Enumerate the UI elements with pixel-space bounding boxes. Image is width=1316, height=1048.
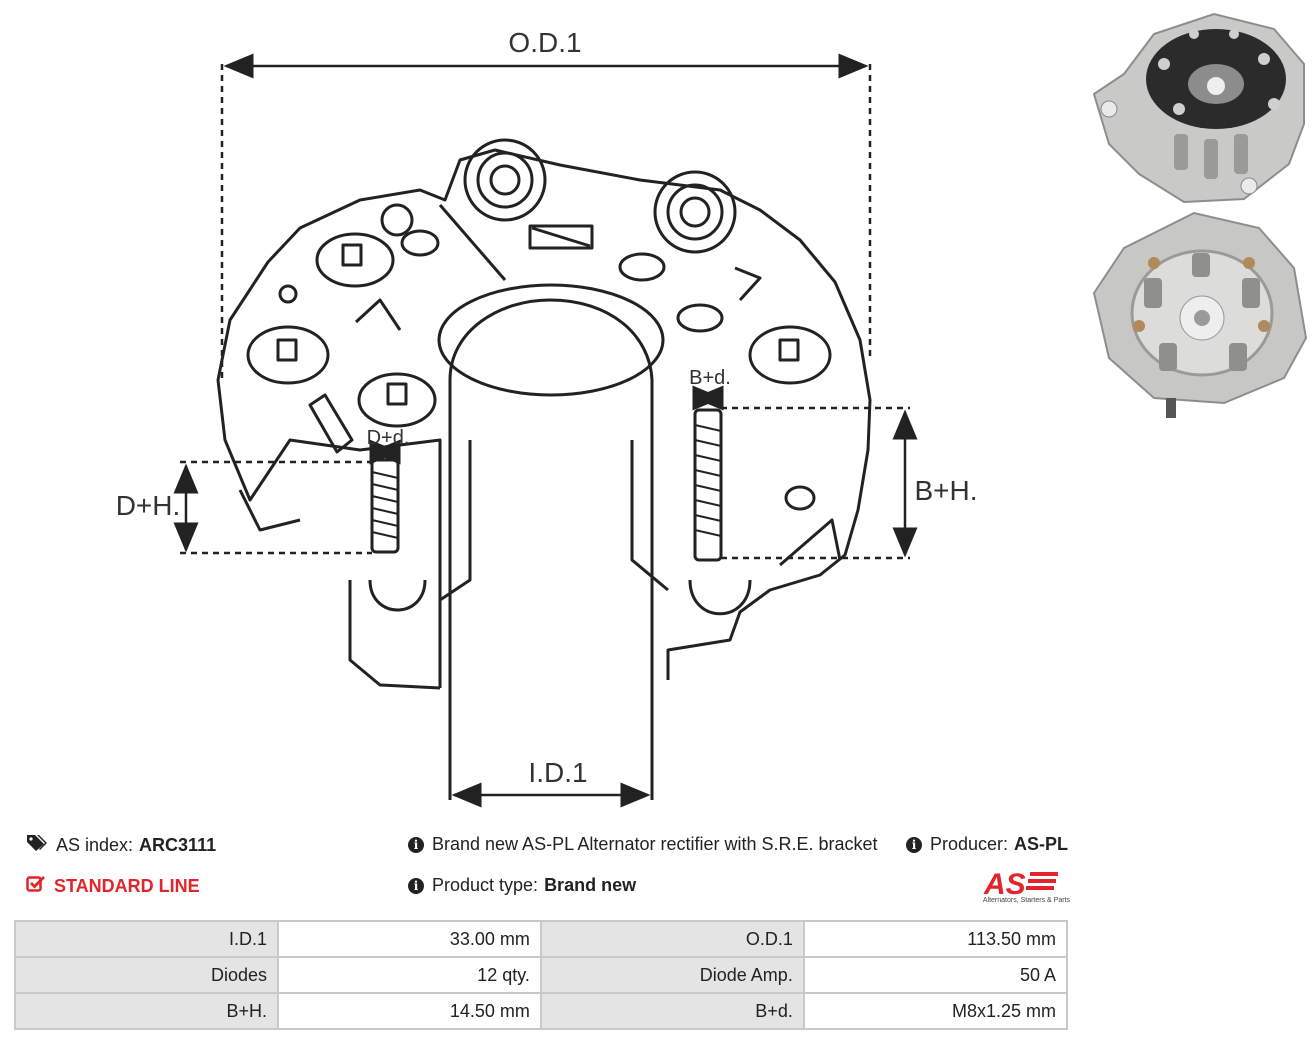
rectifier-diagram: O.D.1 I.D.1 D+H. B+H. D+d. B+d. — [116, 27, 978, 808]
od-label: O.D.1 — [508, 27, 581, 58]
svg-text:AS: AS — [983, 868, 1026, 898]
info-circle-icon: i — [408, 836, 424, 853]
rectifier-outline — [216, 148, 872, 688]
table-row: Diodes 12 qty. Diode Amp. 50 A — [13, 956, 1069, 994]
spec-value: 12 qty. — [277, 956, 542, 994]
table-row: I.D.1 33.00 mm O.D.1 113.50 mm — [13, 920, 1069, 958]
check-square-icon — [26, 875, 46, 898]
spec-value: 113.50 mm — [802, 920, 1069, 958]
spec-value: 50 A — [802, 956, 1069, 994]
spec-key: I.D.1 — [13, 920, 280, 958]
as-index: AS index: ARC3111 — [26, 834, 216, 857]
dd-label: D+d. — [367, 427, 410, 449]
dh-label: D+H. — [116, 490, 181, 521]
info-circle-icon: i — [408, 877, 424, 894]
bd-label: B+d. — [689, 367, 731, 389]
spec-value: 14.50 mm — [277, 992, 542, 1030]
spec-key: Diodes — [13, 956, 280, 994]
spec-value: 33.00 mm — [277, 920, 542, 958]
center-hole — [448, 298, 654, 800]
spec-value: M8x1.25 mm — [802, 992, 1069, 1030]
spec-key: Diode Amp. — [539, 956, 805, 994]
as-index-value: ARC3111 — [139, 835, 217, 855]
product-type: i Product type: Brand new — [408, 875, 636, 896]
spec-key: B+d. — [539, 992, 805, 1030]
product-photo-back — [1092, 211, 1308, 418]
product-photo-front — [1092, 12, 1305, 204]
bh-label: B+H. — [914, 475, 977, 506]
info-circle-icon: i — [906, 836, 922, 853]
description: i Brand new AS-PL Alternator rectifier w… — [408, 834, 878, 855]
spec-key: O.D.1 — [539, 920, 805, 958]
as-pl-logo: AS Alternators, Starters & Parts — [982, 868, 1070, 904]
id-label: I.D.1 — [528, 757, 587, 788]
producer: i Producer: AS-PL — [906, 834, 1068, 855]
table-row: B+H. 14.50 mm B+d. M8x1.25 mm — [13, 992, 1069, 1030]
specs-table: I.D.1 33.00 mm O.D.1 113.50 mm Diodes 12… — [13, 920, 1069, 1030]
spec-key: B+H. — [13, 992, 280, 1030]
tags-icon — [26, 834, 48, 857]
standard-line: STANDARD LINE — [26, 875, 200, 898]
